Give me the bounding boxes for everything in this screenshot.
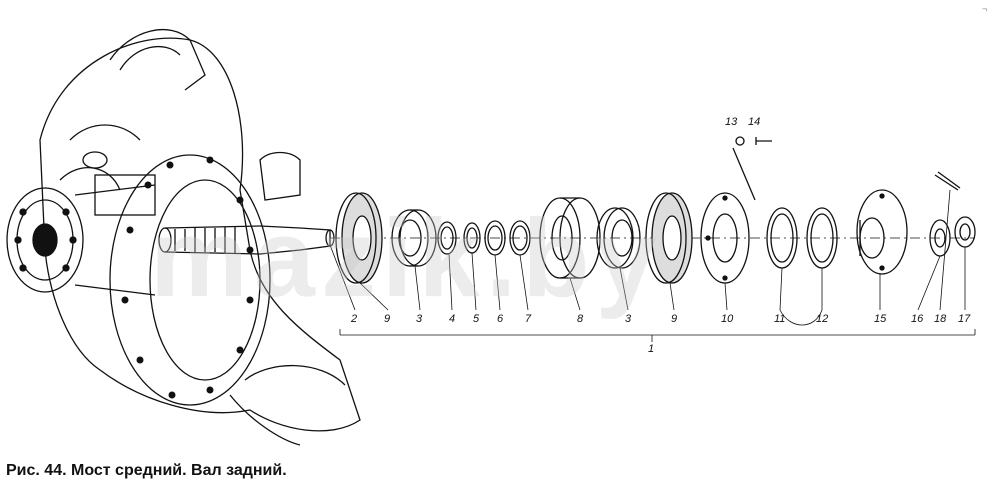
callout-16: 16 [911, 313, 924, 325]
cotter-pin-18 [934, 171, 961, 191]
callout-9b: 9 [671, 313, 678, 325]
callout-1: 1 [648, 343, 655, 355]
callout-8: 8 [577, 313, 584, 325]
callout-3a: 3 [416, 313, 423, 325]
callout-14: 14 [748, 116, 761, 128]
friction-disc-9b [645, 192, 693, 284]
callout-12: 12 [816, 313, 829, 325]
callout-11: 11 [774, 313, 786, 325]
callout-4: 4 [449, 313, 456, 325]
bearing-3a [391, 209, 437, 267]
callout-5: 5 [473, 313, 480, 325]
callout-9a: 9 [384, 313, 391, 325]
housing-cover [82, 151, 271, 406]
bearing-cup-8 [539, 197, 601, 279]
callout-17: 17 [958, 313, 971, 325]
watermark: mazik.by [150, 197, 663, 320]
flange-15 [856, 189, 908, 275]
callout-6: 6 [497, 313, 504, 325]
rings-4-7 [437, 220, 531, 256]
callout-2: 2 [351, 313, 358, 325]
axle-housing [39, 28, 361, 446]
cover-10 [700, 192, 750, 284]
callout-18: 18 [934, 313, 947, 325]
callout-7: 7 [525, 313, 532, 325]
corner-mark: ¬ [982, 4, 988, 14]
nut-17 [954, 216, 976, 248]
bolt-13-14 [732, 136, 772, 201]
callout-3b: 3 [625, 313, 632, 325]
callout-10: 10 [721, 313, 734, 325]
callout-15: 15 [874, 313, 887, 325]
input-flange [6, 184, 156, 296]
callout-13: 13 [725, 116, 738, 128]
friction-disc-9a [335, 192, 383, 284]
bearing-3b [596, 207, 641, 269]
figure-caption: Рис. 44. Мост средний. Вал задний. [6, 462, 287, 479]
